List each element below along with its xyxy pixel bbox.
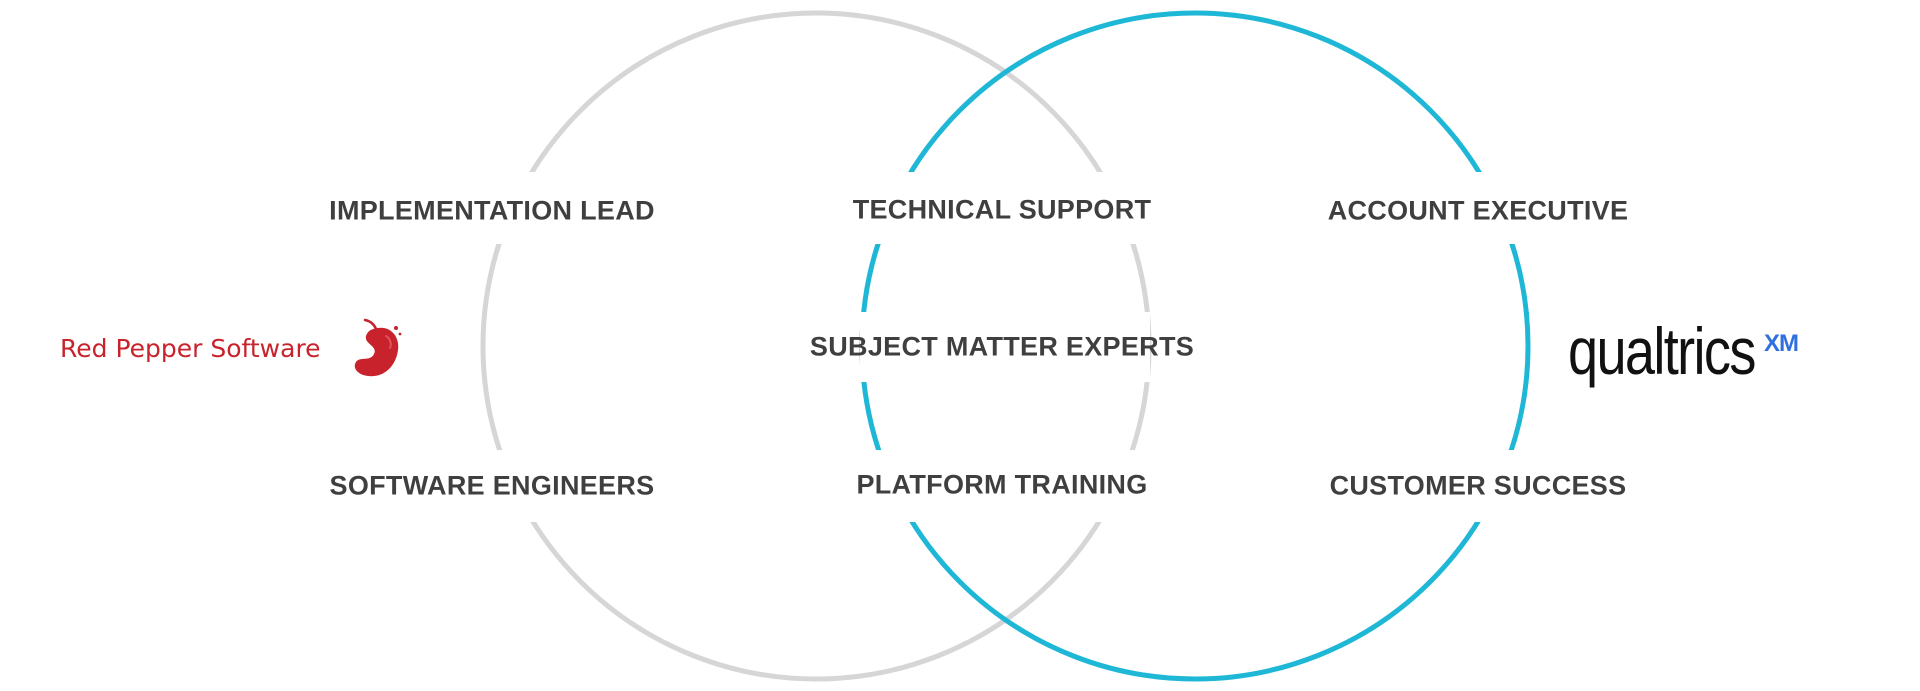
role-platform-training: PLATFORM TRAINING [856,469,1148,500]
pepper-icon [354,318,402,377]
role-subject-matter-experts: SUBJECT MATTER EXPERTS [809,331,1195,362]
role-implementation-lead: IMPLEMENTATION LEAD [329,195,655,226]
qualtrics-xm-mark: XM [1764,330,1799,357]
qualtrics-logo-text: qualtrics [1568,314,1756,388]
role-account-executive: ACCOUNT EXECUTIVE [1327,195,1629,226]
red-pepper-logo-text: Red Pepper Software [60,334,321,363]
role-technical-support: TECHNICAL SUPPORT [852,194,1152,225]
qualtrics-logo: qualtrics XM [1568,314,1799,388]
role-software-engineers: SOFTWARE ENGINEERS [329,470,655,501]
role-customer-success: CUSTOMER SUCCESS [1329,470,1627,501]
label-backdrops [470,172,1690,522]
